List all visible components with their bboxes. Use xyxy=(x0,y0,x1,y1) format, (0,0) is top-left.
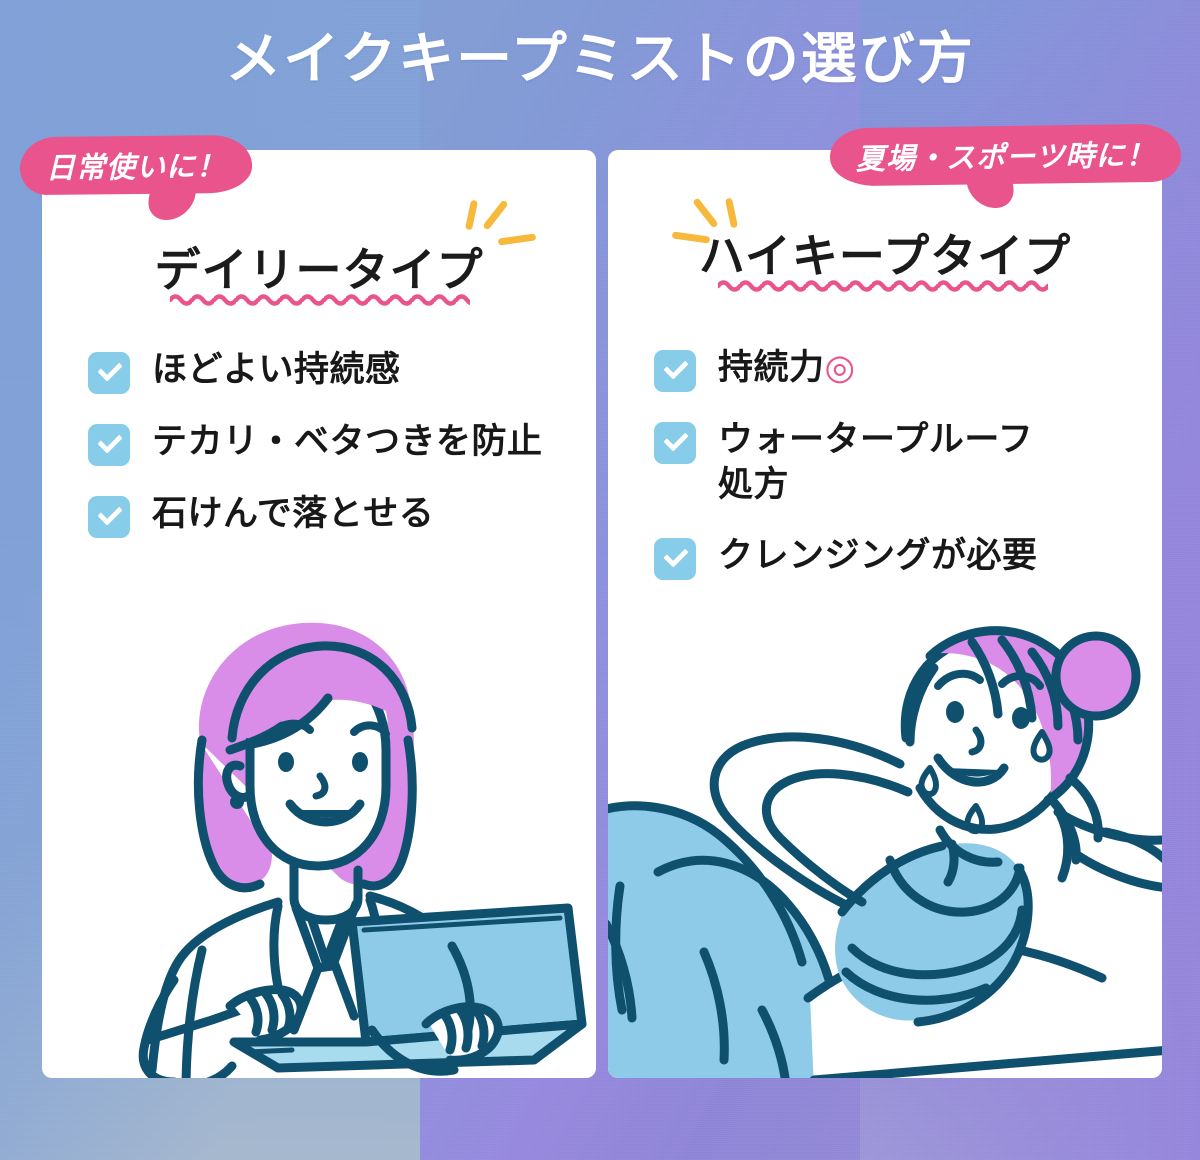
wavy-underline-highkeep xyxy=(718,276,1048,292)
page-title: メイクキープミストの選び方 xyxy=(225,27,975,90)
bullet-list-daily: ほどよい持続感 テカリ・ベタつきを防止 石けんで落とせる xyxy=(88,348,578,564)
double-circle-mark-icon: ◎ xyxy=(824,348,856,387)
check-icon xyxy=(88,496,130,538)
badge-daily: 日常使いに！ xyxy=(19,134,253,196)
list-item: 石けんで落とせる xyxy=(88,492,578,538)
check-icon xyxy=(654,537,696,580)
list-item: ほどよい持続感 xyxy=(88,348,578,394)
bullet-label: 石けんで落とせる xyxy=(152,494,435,533)
bullet-label-text: 持続力 xyxy=(718,348,825,387)
list-item: テカリ・ベタつきを防止 xyxy=(88,420,578,466)
illustration-woman-exercising xyxy=(608,580,1162,1078)
bullet-label: テカリ・ベタつきを防止 xyxy=(152,422,543,461)
badge-highkeep: 夏場・スポーツ時に！ xyxy=(829,123,1182,187)
check-icon xyxy=(88,352,130,394)
card-highkeep-type: ハイキープタイプ 持続力◎ ウォータープルーフ処方 クレンジングが必要 xyxy=(608,150,1162,1078)
check-icon xyxy=(88,424,130,466)
illustration-woman-with-laptop xyxy=(82,590,596,1078)
list-item: ウォータープルーフ処方 xyxy=(654,418,1144,508)
bullet-label: 持続力◎ xyxy=(718,346,856,391)
list-item: クレンジングが必要 xyxy=(654,534,1144,580)
sparkle-daily xyxy=(454,192,544,272)
bullet-label: ほどよい持続感 xyxy=(152,350,401,389)
card-daily-type: デイリータイプ ほどよい持続感 テカリ・ベタつきを防止 石けんで落とせる xyxy=(42,150,596,1078)
sparkle-highkeep xyxy=(670,190,760,270)
bullet-list-highkeep: 持続力◎ ウォータープルーフ処方 クレンジングが必要 xyxy=(654,346,1144,606)
bullet-label: ウォータープルーフ処方 xyxy=(718,420,1034,504)
wavy-underline-daily xyxy=(170,290,470,306)
check-icon xyxy=(654,422,696,464)
check-icon xyxy=(654,350,696,392)
list-item: 持続力◎ xyxy=(654,346,1144,392)
bullet-label: クレンジングが必要 xyxy=(718,535,1038,575)
